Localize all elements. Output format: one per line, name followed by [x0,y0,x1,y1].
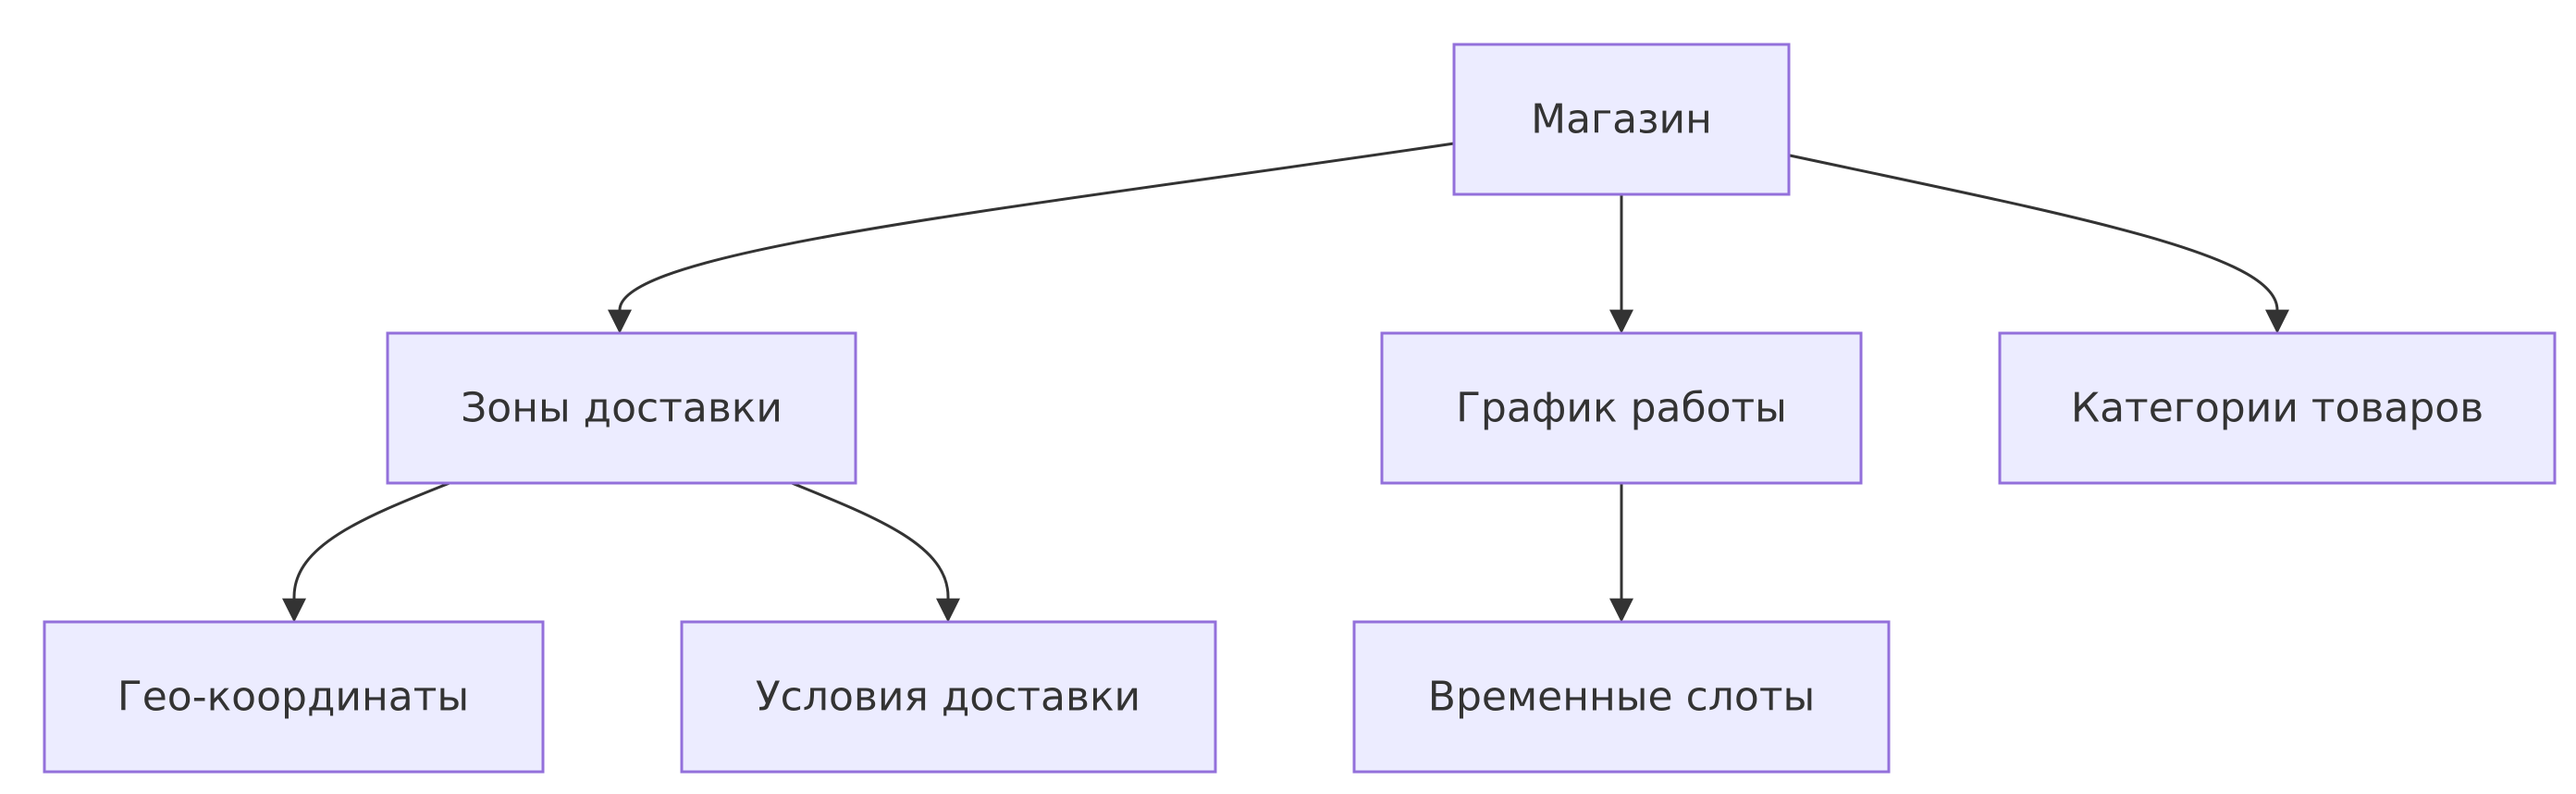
node-slots[interactable]: Временные слоты [1352,620,1891,774]
node-label: График работы [1456,385,1787,432]
node-label: Условия доставки [756,674,1140,721]
node-conditions[interactable]: Условия доставки [680,620,1217,774]
node-label: Временные слоты [1428,674,1815,721]
node-box [1998,331,2557,485]
edges [282,142,2289,623]
edge-store-to-categories [1789,154,2289,334]
node-box [1380,331,1863,485]
node-box [43,620,545,774]
node-box [1352,620,1891,774]
edge-store-to-delivery-zones [608,142,1455,334]
node-label: Зоны доставки [461,385,783,432]
edge-delivery-zones-to-conditions [791,481,960,623]
node-schedule[interactable]: График работы [1380,331,1863,485]
node-label: Магазин [1531,96,1712,143]
node-geo[interactable]: Гео-координаты [43,620,545,774]
node-delivery-zones[interactable]: Зоны доставки [386,331,857,485]
node-box [680,620,1217,774]
edge-delivery-zones-to-geo [282,481,450,623]
node-box [386,331,857,485]
node-store[interactable]: Магазин [1452,43,1791,196]
node-label: Гео-координаты [117,674,469,721]
node-label: Категории товаров [2071,385,2484,432]
node-box [1452,43,1791,196]
node-categories[interactable]: Категории товаров [1998,331,2557,485]
